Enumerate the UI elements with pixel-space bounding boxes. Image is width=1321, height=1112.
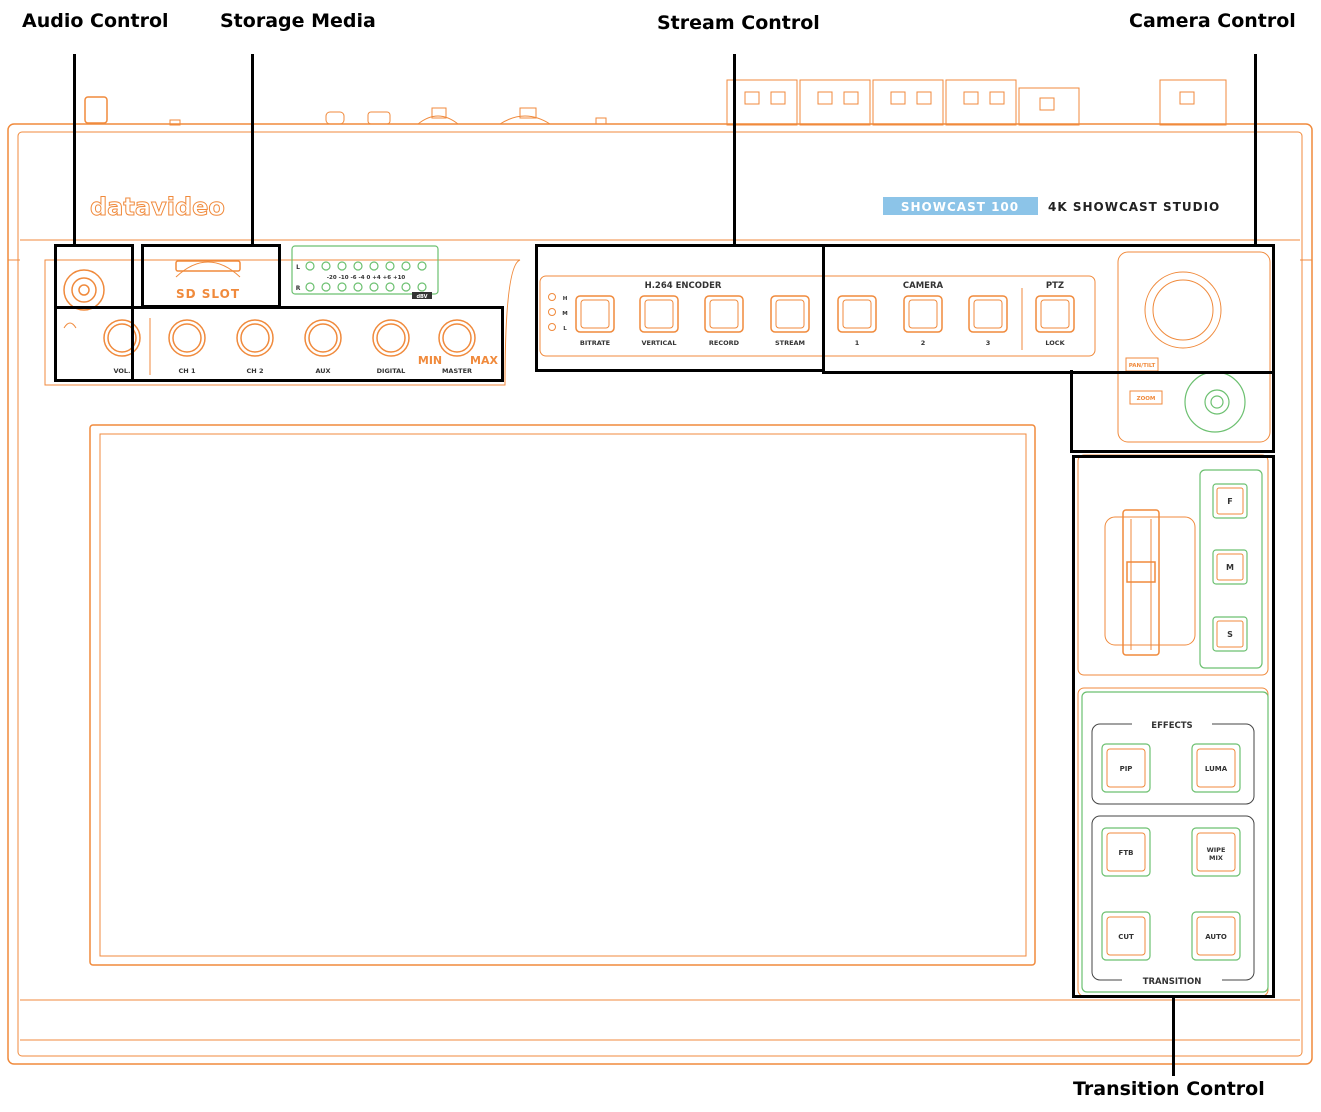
transition-control-label: Transition Control: [1073, 1078, 1265, 1100]
audio-knobs: [103, 318, 476, 375]
camera-1-label: 1: [855, 339, 860, 347]
ftb-label: FTB: [1119, 849, 1134, 857]
camera-2-label: 2: [921, 339, 926, 347]
knob-label: VOL.: [113, 367, 130, 375]
vertical-label: VERTICAL: [642, 339, 677, 347]
min-label: MIN: [418, 354, 442, 367]
knob-label: MASTER: [442, 367, 472, 375]
quality-h: H: [563, 296, 568, 302]
transition-title: TRANSITION: [1143, 977, 1202, 987]
bitrate-label: BITRATE: [580, 339, 610, 347]
model-badge: SHOWCAST 100: [901, 200, 1019, 214]
camera-3-label: 3: [986, 339, 991, 347]
fade-f: F: [1227, 497, 1232, 506]
t-bar: [1104, 509, 1196, 656]
camera-joystick-box: [1070, 370, 1275, 453]
storage-media-label: Storage Media: [220, 10, 376, 32]
max-label: MAX: [470, 354, 498, 367]
record-label: RECORD: [709, 339, 740, 347]
audio-control-label: Audio Control: [22, 10, 169, 32]
meter-l: L: [296, 264, 300, 271]
model-badge-bg: [883, 197, 1038, 215]
top-connectors: [84, 79, 1227, 126]
lock-label: LOCK: [1045, 339, 1065, 347]
auto-label: AUTO: [1205, 933, 1227, 941]
ptz-title: PTZ: [1046, 281, 1064, 291]
luma-label: LUMA: [1205, 765, 1228, 773]
stream-label: STREAM: [775, 339, 805, 347]
audio-leader: [73, 54, 76, 246]
stream-control-box: [535, 244, 825, 372]
transition-leader: [1172, 996, 1175, 1076]
meter-unit: dBV: [416, 294, 427, 300]
encoder-title: H.264 ENCODER: [645, 281, 722, 291]
sd-slot-label: SD SLOT: [176, 287, 240, 301]
knob-label: AUX: [315, 367, 330, 375]
quality-m: M: [562, 311, 567, 317]
effects-title: EFFECTS: [1151, 721, 1192, 731]
camera-leader: [1254, 54, 1257, 246]
fade-m: M: [1226, 563, 1234, 572]
chassis-outer: [7, 123, 1313, 1065]
meter-r: R: [296, 285, 301, 292]
panel-buttons: [575, 295, 1075, 333]
pan-tilt-label: PAN/TILT: [1129, 363, 1156, 369]
brand-logo: datavideo: [90, 193, 225, 221]
camera-control-box: [822, 244, 1275, 374]
fade-s: S: [1227, 630, 1233, 639]
quality-l: L: [563, 326, 567, 332]
camera-title: CAMERA: [903, 281, 944, 291]
pip-label: PIP: [1120, 765, 1133, 773]
camera-control-label: Camera Control: [1129, 10, 1296, 32]
storage-leader: [251, 54, 254, 246]
transition-control-box: [1072, 455, 1275, 998]
model-name: 4K SHOWCAST STUDIO: [1048, 200, 1220, 214]
cut-label: CUT: [1118, 933, 1134, 941]
meter-scale: -20 -10 -6 -4 0 +4 +6 +10: [327, 275, 406, 281]
storage-box: [141, 244, 281, 308]
zoom-label: ZOOM: [1137, 396, 1156, 402]
audio-knob-box: [54, 306, 504, 382]
stream-control-label: Stream Control: [657, 12, 820, 34]
knob-label: CH 2: [247, 367, 264, 375]
knob-label: CH 1: [179, 367, 196, 375]
display-screen: [89, 424, 1036, 966]
knob-label: DIGITAL: [377, 367, 406, 375]
stream-leader: [733, 54, 736, 246]
